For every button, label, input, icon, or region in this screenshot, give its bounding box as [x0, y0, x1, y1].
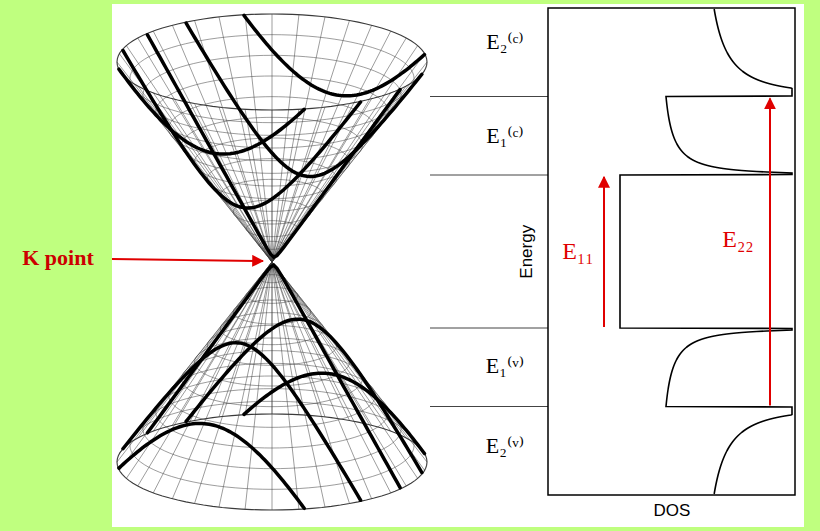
level-line [430, 175, 548, 176]
cutting-line [119, 69, 304, 154]
energy-level-label: E₁⁽ᵛ⁾ [486, 353, 524, 378]
mesh-line [272, 262, 391, 493]
point-label: K point [22, 245, 94, 270]
mesh-line [272, 25, 372, 262]
energy-level-label: E₁⁽ᶜ⁾ [486, 123, 524, 148]
cone-mesh [117, 14, 427, 510]
level-line [430, 328, 548, 329]
mesh-line [153, 93, 272, 262]
level-lines [430, 97, 548, 407]
mesh-line [272, 31, 391, 262]
axis-label: DOS [654, 501, 691, 521]
cutting-line [244, 373, 424, 453]
cutting-lines [119, 15, 425, 508]
mesh-line [272, 20, 350, 262]
cutting-line [186, 319, 422, 472]
mesh-line [126, 46, 272, 262]
red-arrow [603, 177, 605, 327]
mesh-line [219, 262, 272, 417]
arrows [112, 99, 770, 406]
transition-label: E₁₁ [562, 238, 593, 266]
mesh-line [272, 262, 325, 507]
cutting-line [123, 50, 361, 208]
mesh-line [272, 262, 350, 420]
axis-label: Energy [517, 225, 537, 279]
red-arrow [769, 99, 771, 406]
mesh-line [272, 262, 273, 510]
mesh-line [272, 262, 372, 499]
dos-frame [548, 8, 795, 495]
cutting-line [119, 423, 304, 508]
energy-level-label: E₂⁽ᵛ⁾ [486, 433, 524, 458]
mesh-line [195, 262, 273, 504]
transition-label: E₂₂ [722, 226, 753, 254]
mesh-line [153, 262, 272, 493]
mesh-line [219, 107, 272, 262]
cutting-line [147, 35, 400, 257]
energy-level-label: E₂⁽ᶜ⁾ [486, 29, 524, 54]
mesh-line [138, 86, 272, 262]
cutting-line [123, 343, 361, 501]
level-line [430, 406, 548, 407]
mesh-line [138, 262, 272, 486]
level-line [430, 96, 548, 97]
mesh-line [117, 262, 272, 462]
dos-line [620, 9, 792, 494]
dos-curve [620, 9, 792, 494]
red-arrow [112, 259, 263, 261]
white-panel [112, 4, 804, 527]
cutting-line [244, 15, 424, 95]
mesh-line [272, 15, 299, 262]
